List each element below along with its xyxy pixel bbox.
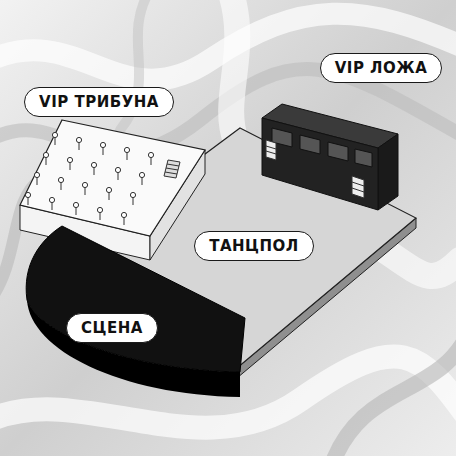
- seat: [148, 152, 153, 157]
- area-label: VIP ТРИБУНА: [39, 93, 159, 111]
- seat: [82, 182, 87, 187]
- seat: [130, 192, 135, 197]
- seat: [121, 212, 126, 217]
- seat: [34, 172, 39, 177]
- seat: [97, 207, 102, 212]
- seat: [76, 137, 81, 142]
- seat: [43, 152, 48, 157]
- label-pill: VIP ЛОЖА: [320, 53, 443, 83]
- seat: [25, 192, 30, 197]
- area-label: СЦЕНА: [81, 319, 143, 337]
- area-label: ТАНЦПОЛ: [209, 237, 299, 255]
- area-label: VIP ЛОЖА: [335, 59, 428, 77]
- seat: [139, 172, 144, 177]
- seat: [73, 202, 78, 207]
- seat: [100, 142, 105, 147]
- label-pill: VIP ТРИБУНА: [24, 87, 174, 117]
- seat: [106, 187, 111, 192]
- seat: [49, 197, 54, 202]
- seat: [115, 167, 120, 172]
- seat: [67, 157, 72, 162]
- label-pill: СЦЕНА: [66, 313, 158, 343]
- seat: [91, 162, 96, 167]
- tribune-stairs: [164, 160, 180, 178]
- seat: [124, 147, 129, 152]
- loge-stairs: [266, 140, 364, 198]
- seat: [58, 177, 63, 182]
- seat: [52, 132, 57, 137]
- vip-loge: [262, 104, 398, 210]
- label-pill: ТАНЦПОЛ: [194, 231, 314, 261]
